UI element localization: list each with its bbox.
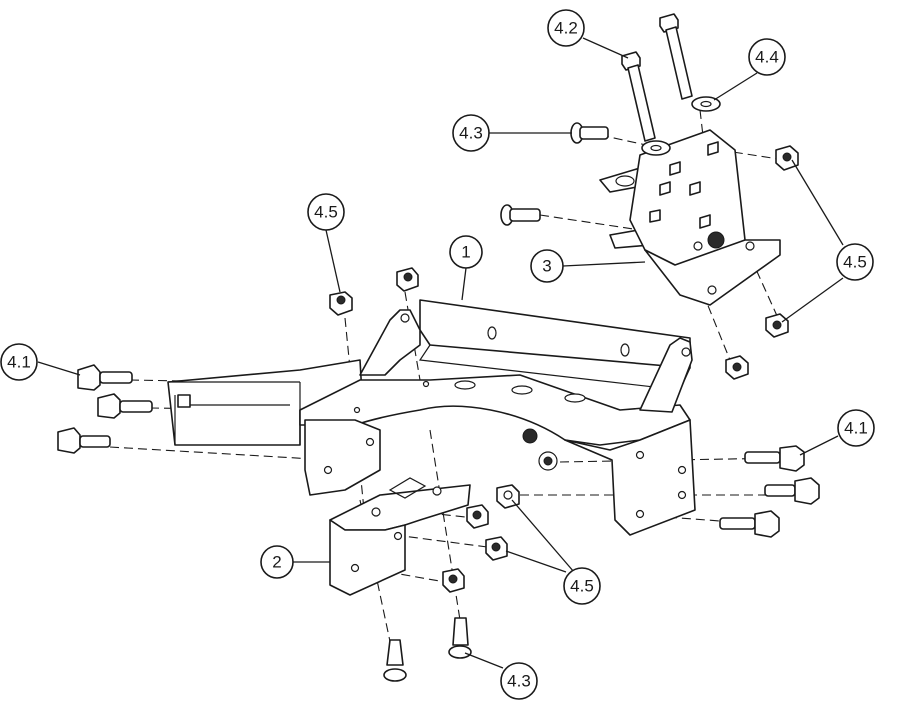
flange-nut-top-left bbox=[329, 291, 353, 316]
flange-bolt-right-2 bbox=[764, 477, 820, 505]
callout-washer-4-4: 4.4 bbox=[748, 38, 786, 76]
callout-label: 3 bbox=[542, 257, 551, 276]
flange-nut-lower-2 bbox=[485, 536, 508, 561]
callout-bolt-4-3-bottom: 4.3 bbox=[500, 662, 538, 700]
callout-bolt-4-1-left: 4.1 bbox=[0, 343, 38, 381]
flange-bolt-right-1 bbox=[744, 445, 805, 472]
flange-nut-top-center bbox=[396, 267, 419, 292]
callout-label: 4.5 bbox=[314, 203, 338, 222]
long-bolt-1 bbox=[621, 51, 656, 142]
callout-nut-4-5-left: 4.5 bbox=[307, 193, 345, 231]
callout-part-3: 3 bbox=[530, 249, 564, 283]
callout-label: 4.3 bbox=[507, 672, 531, 691]
callout-bolt-4-1-right: 4.1 bbox=[837, 409, 875, 447]
carriage-bolt-top bbox=[570, 122, 609, 144]
callout-label: 4.1 bbox=[7, 353, 31, 372]
flange-nut-right-1 bbox=[775, 145, 799, 171]
flange-nut-lower-3 bbox=[442, 568, 465, 593]
callout-bolt-4-3-top: 4.3 bbox=[452, 114, 490, 152]
callout-label: 2 bbox=[272, 553, 281, 572]
callout-label: 4.1 bbox=[844, 419, 868, 438]
callout-label: 4.5 bbox=[570, 577, 594, 596]
flange-bolt-left-3 bbox=[57, 427, 111, 454]
carriage-bolt-bottom-2 bbox=[448, 617, 472, 659]
callout-nut-4-5-lower: 4.5 bbox=[563, 567, 601, 605]
callout-label: 4.4 bbox=[755, 48, 779, 67]
carriage-bolt-mid bbox=[500, 204, 541, 226]
leader-lines bbox=[37, 37, 844, 669]
callout-label: 4.2 bbox=[554, 19, 578, 38]
callout-label: 4.3 bbox=[459, 124, 483, 143]
main-bracket bbox=[167, 299, 696, 536]
callout-bolt-4-2: 4.2 bbox=[547, 9, 585, 47]
carriage-bolt-bottom-1 bbox=[383, 639, 407, 682]
upper-bracket-slots bbox=[649, 141, 719, 229]
flange-nut-right-3 bbox=[725, 355, 749, 380]
callout-label: 1 bbox=[461, 243, 470, 262]
flange-bolt-right-3 bbox=[719, 510, 780, 538]
flange-bolt-left-1 bbox=[77, 364, 133, 391]
flange-bolt-left-2 bbox=[97, 393, 153, 419]
callout-label: 4.5 bbox=[843, 253, 867, 272]
hardware bbox=[57, 13, 820, 682]
flange-nut-lower-1 bbox=[466, 504, 489, 529]
long-bolt-2 bbox=[659, 13, 693, 100]
flange-nut-right-2 bbox=[765, 313, 789, 338]
lower-bracket bbox=[329, 477, 471, 596]
upper-bracket bbox=[599, 129, 781, 306]
callout-part-1: 1 bbox=[449, 235, 483, 269]
callout-nut-4-5-right: 4.5 bbox=[836, 243, 874, 281]
callout-part-2: 2 bbox=[260, 545, 294, 579]
